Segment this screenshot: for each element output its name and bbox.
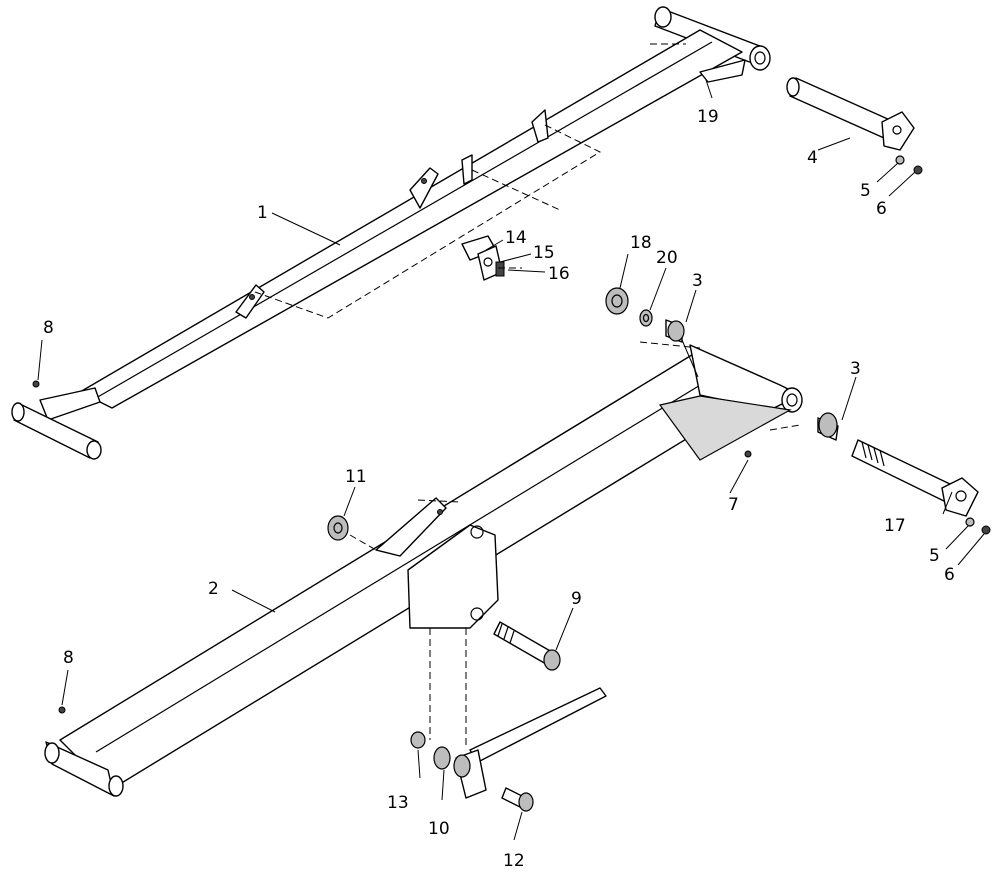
callout-9: 9: [571, 589, 582, 609]
callout-6-right: 6: [944, 565, 955, 585]
callout-5-right: 5: [929, 546, 940, 566]
leader-lines: [37, 79, 985, 841]
nut-11: [327, 515, 349, 541]
bushing-set-top: [605, 287, 685, 343]
callout-5-top: 5: [860, 181, 871, 201]
grease-fitting-8-bottom: [58, 706, 66, 714]
bolt-9: [493, 621, 561, 671]
callout-4: 4: [807, 148, 818, 168]
callout-19: 19: [697, 107, 719, 127]
callout-8-top: 8: [43, 318, 54, 338]
bracket-cluster: [461, 235, 522, 281]
callout-13: 13: [387, 793, 409, 813]
bushing-10-b: [453, 754, 471, 778]
callout-11: 11: [345, 467, 367, 487]
bushing-3-right: [817, 412, 839, 441]
grease-fitting-7: [744, 450, 752, 458]
washer-5-top: [895, 155, 905, 165]
lower-link-arm: [455, 687, 607, 799]
callout-2: 2: [208, 579, 219, 599]
callout-7: 7: [728, 495, 739, 515]
callout-14: 14: [505, 228, 527, 248]
bolt-12: [501, 787, 534, 812]
callouts: 1 2 3 3 4 5 6 7 8 8 9 10 11 12 13 14 15 …: [43, 107, 955, 871]
lower-boom-arm: [44, 341, 803, 797]
callout-10: 10: [428, 819, 450, 839]
callout-20: 20: [656, 248, 678, 268]
callout-8-bottom: 8: [63, 648, 74, 668]
callout-3-right: 3: [850, 359, 861, 379]
nut-6-top: [913, 165, 923, 175]
callout-18: 18: [630, 233, 652, 253]
callout-12: 12: [503, 851, 525, 871]
callout-3-top: 3: [692, 271, 703, 291]
callout-15: 15: [533, 243, 555, 263]
callout-6-top: 6: [876, 199, 887, 219]
bushing-10-a: [433, 746, 451, 770]
washer-5-right: [965, 517, 975, 527]
upper-boom-arm: [11, 6, 771, 460]
pivot-pin-4: [786, 77, 915, 151]
nut-13: [410, 731, 426, 749]
grease-fitting-8-top: [32, 380, 40, 388]
callout-1: 1: [257, 203, 268, 223]
callout-17: 17: [884, 516, 906, 536]
pivot-pin-17: [851, 439, 979, 517]
callout-16: 16: [548, 264, 570, 284]
nut-6-right: [981, 525, 991, 535]
